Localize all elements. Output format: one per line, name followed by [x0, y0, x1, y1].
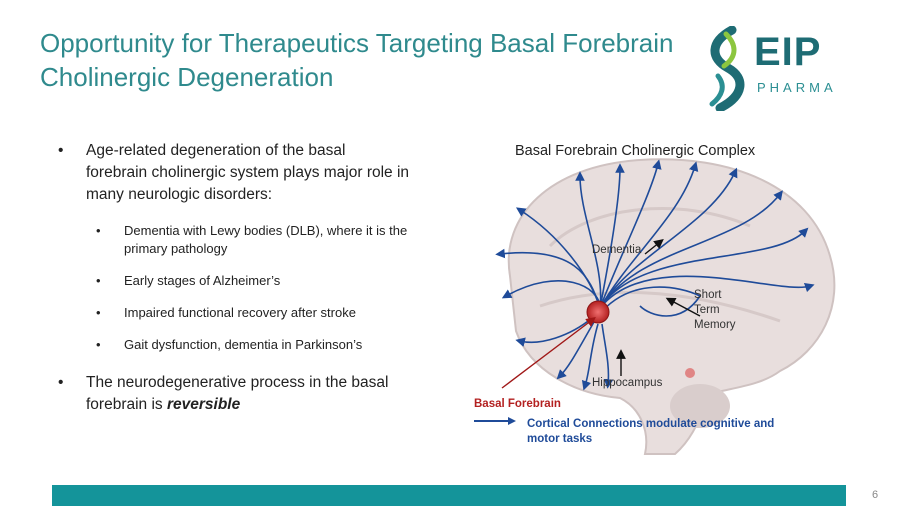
label-hippocampus: Hippocampus — [592, 377, 663, 389]
diagram-title: Basal Forebrain Cholinergic Complex — [515, 143, 756, 159]
bullet-main-2-text: The neurodegenerative process in the bas… — [86, 374, 389, 413]
label-short-term-memory: Short Term Memory — [694, 289, 736, 331]
bullet-main-1: • Age-related degeneration of the basal … — [50, 140, 410, 206]
sub-bullet-text: Early stages of Alzheimer’s — [124, 273, 281, 288]
bullet-dot-icon: • — [96, 223, 101, 238]
sub-bullet: • Dementia with Lewy bodies (DLB), where… — [50, 222, 410, 258]
bullet-main-2: • The neurodegenerative process in the b… — [50, 372, 410, 416]
legend-text: Cortical Connections modulate cognitive … — [527, 418, 775, 445]
bullet-main-2-emphasis: reversible — [166, 396, 241, 413]
sub-bullet: • Early stages of Alzheimer’s — [50, 272, 410, 290]
basal-forebrain-node — [586, 300, 610, 324]
page-number: 6 — [872, 489, 879, 501]
sub-bullet: • Impaired functional recovery after str… — [50, 304, 410, 322]
bullet-dot-icon: • — [58, 374, 64, 391]
brainstem-node — [685, 368, 695, 378]
slide-title: Opportunity for Therapeutics Targeting B… — [40, 28, 674, 92]
label-dementia: Dementia — [592, 244, 642, 256]
footer-bar — [52, 485, 846, 506]
sub-bullet-text: Dementia with Lewy bodies (DLB), where i… — [124, 223, 408, 256]
sub-bullet-text: Gait dysfunction, dementia in Parkinson’… — [124, 337, 363, 352]
sub-bullet-text: Impaired functional recovery after strok… — [124, 305, 356, 320]
bullet-dot-icon: • — [58, 142, 64, 159]
label-basal-forebrain: Basal Forebrain — [474, 398, 561, 410]
bullet-dot-icon: • — [96, 273, 101, 288]
brain-diagram — [495, 158, 836, 455]
sub-bullet: • Gait dysfunction, dementia in Parkinso… — [50, 336, 410, 354]
bullet-dot-icon: • — [96, 305, 101, 320]
bullet-list: • Age-related degeneration of the basal … — [50, 140, 410, 416]
helix-logo-icon — [709, 26, 745, 111]
bullet-main-1-text: Age-related degeneration of the basal fo… — [86, 142, 410, 203]
eip-pharma-logo: EIP PHARMA — [702, 26, 852, 111]
bullet-dot-icon: • — [96, 337, 101, 352]
legend-arrow-icon — [474, 417, 516, 425]
logo-subtitle: PHARMA — [757, 80, 837, 95]
logo-word: EIP — [754, 30, 822, 74]
